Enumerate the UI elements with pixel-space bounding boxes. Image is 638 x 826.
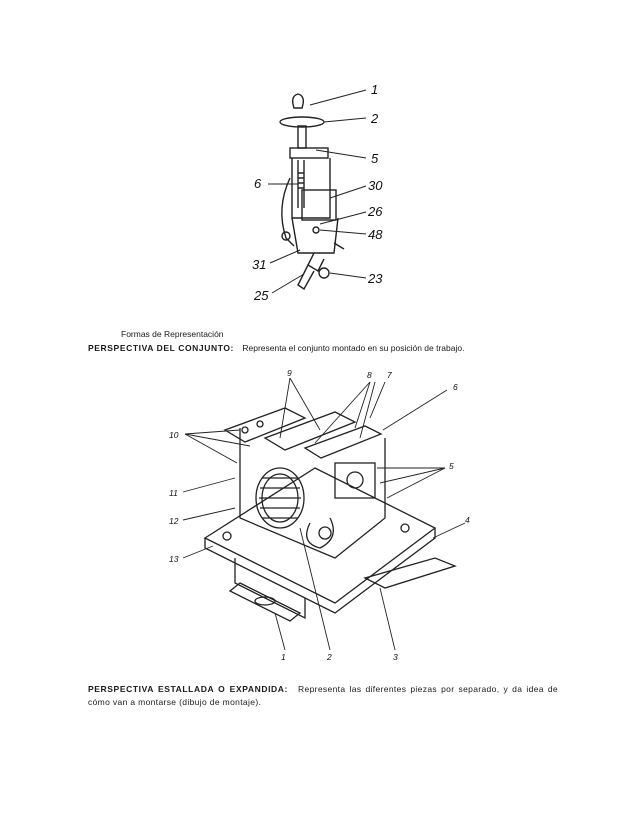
figure-caption: Formas de Representación [121, 329, 224, 339]
label-12: 12 [169, 516, 179, 526]
perspectiva-conjunto-paragraph: PERSPECTIVA DEL CONJUNTO: Representa el … [88, 342, 558, 355]
label-5: 5 [371, 151, 379, 166]
label-25: 25 [253, 288, 269, 303]
perspectiva-conjunto-term: PERSPECTIVA DEL CONJUNTO: [88, 343, 234, 353]
label-13: 13 [169, 554, 179, 564]
label-3: 3 [393, 652, 398, 662]
label-4: 4 [465, 515, 470, 525]
label-6: 6 [453, 382, 458, 392]
label-31: 31 [252, 257, 266, 272]
perspectiva-estallada-term: PERSPECTIVA ESTALLADA O EXPANDIDA: [88, 684, 288, 694]
label-48: 48 [368, 227, 383, 242]
label-23: 23 [367, 271, 383, 286]
label-26: 26 [367, 204, 383, 219]
label-2: 2 [326, 652, 332, 662]
label-11: 11 [169, 488, 178, 498]
relay-assembly-drawing: 9 8 7 6 10 5 11 12 13 4 1 2 3 [169, 368, 470, 662]
label-6: 6 [254, 176, 262, 191]
label-8: 8 [367, 370, 372, 380]
label-2: 2 [370, 111, 379, 126]
label-5: 5 [449, 461, 454, 471]
label-30: 30 [368, 178, 383, 193]
label-1: 1 [281, 652, 286, 662]
label-10: 10 [169, 430, 179, 440]
label-1: 1 [371, 82, 378, 97]
label-7: 7 [387, 370, 392, 380]
label-9: 9 [287, 368, 292, 378]
clamp-assembly-drawing: 1 2 5 6 30 26 48 31 23 25 [252, 82, 383, 303]
perspectiva-conjunto-text: Representa el conjunto montado en su pos… [242, 343, 465, 353]
perspectiva-estallada-paragraph: PERSPECTIVA ESTALLADA O EXPANDIDA: Repre… [88, 683, 558, 709]
perspectiva-estallada-text: Representa las diferentes piezas por sep… [88, 684, 559, 707]
